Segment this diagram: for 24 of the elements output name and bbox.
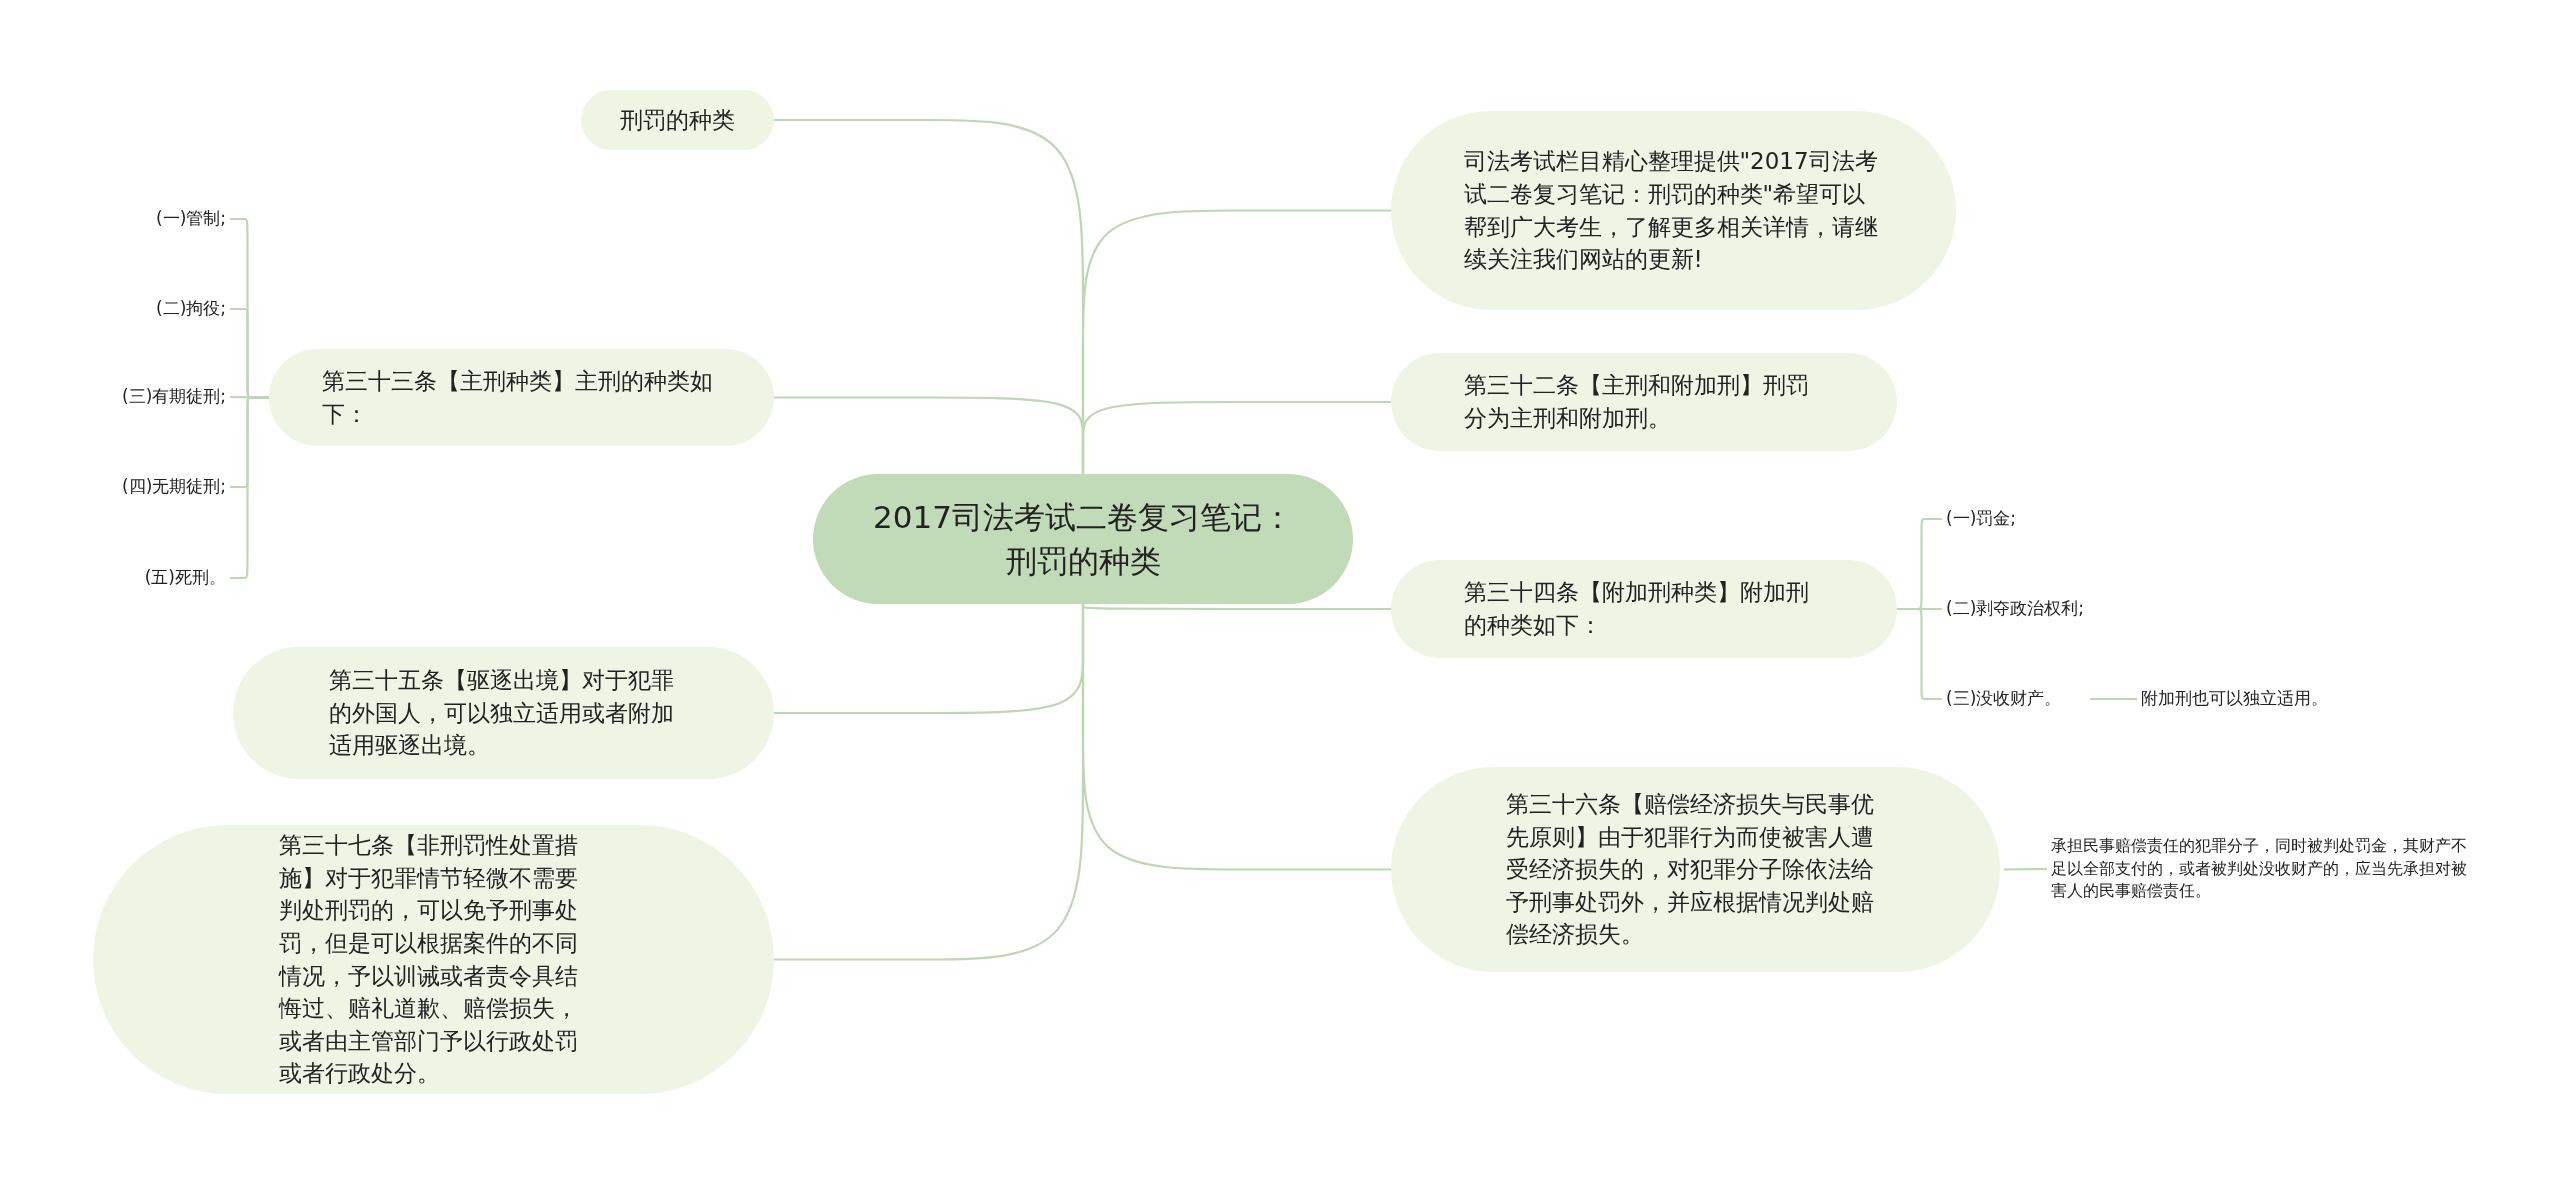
leaf-text: (三)没收财产。 [1946, 684, 2086, 714]
connector-line [2090, 697, 2137, 701]
connector-line [1081, 603, 1391, 611]
topic-text: 2017司法考试二卷复习笔记：刑罚的种类 [873, 498, 1293, 581]
leaf-text: (四)无期徒刑; [40, 472, 226, 502]
topic-text: 司法考试栏目精心整理提供"2017司法考试二卷复习笔记：刑罚的种类"希望可以帮到广大考生，了解更多相关详情，请继续关注我们网站的更新! [1463, 147, 1879, 275]
leaf-text: (二)拘役; [40, 294, 226, 324]
topic-text: 第三十三条【主刑种类】主刑的种类如下： [321, 366, 714, 429]
topic-text: 第三十五条【驱逐出境】对于犯罪的外国人，可以独立适用或者附加适用驱逐出境。 [328, 666, 675, 761]
note-text: 承担民事赔偿责任的犯罪分子，同时被判处罚金，其财产不足以全部支付的，或者被判处没收财产的，应当先承担对被害人的民事赔偿责任。 [2051, 814, 2476, 924]
topic-text: 刑罚的种类 [619, 105, 736, 135]
leaf-text: (一)罚金; [1946, 504, 2136, 534]
connector-line [1081, 604, 1391, 871]
leaf-text: 附加刑也可以独立适用。 [2141, 684, 2371, 714]
leaf-text: (五)死刑。 [40, 563, 226, 593]
topic-text: 第三十七条【非刑罚性处置措施】对于犯罪情节轻微不需要判处刑罚的，可以免予刑事处罚，但是可以根据案件的不同情况，予以训诫或者责令具结悔过、赔礼道歉、赔偿损失，或者由主管部门予以行政处罚或者行政处分。 [278, 830, 579, 1089]
leaf-text: (二)剥夺政治权利; [1946, 594, 2136, 624]
leaf-text: (一)管制; [40, 204, 226, 234]
topic-text: 第三十四条【附加刑种类】附加刑的种类如下： [1464, 578, 1810, 640]
topic-text: 第三十二条【主刑和附加刑】刑罚分为主刑和附加刑。 [1464, 371, 1810, 433]
leaf-text: (三)有期徒刑; [40, 382, 226, 412]
connector-line [2004, 867, 2047, 871]
connector-line [1081, 400, 1391, 474]
topic-text: 第三十六条【赔偿经济损失与民事优先原则】由于犯罪行为而使被害人遭受经济损失的，对犯罪分子除依法给予刑事处罚外，并应根据情况判处赔偿经济损失。 [1505, 789, 1875, 950]
